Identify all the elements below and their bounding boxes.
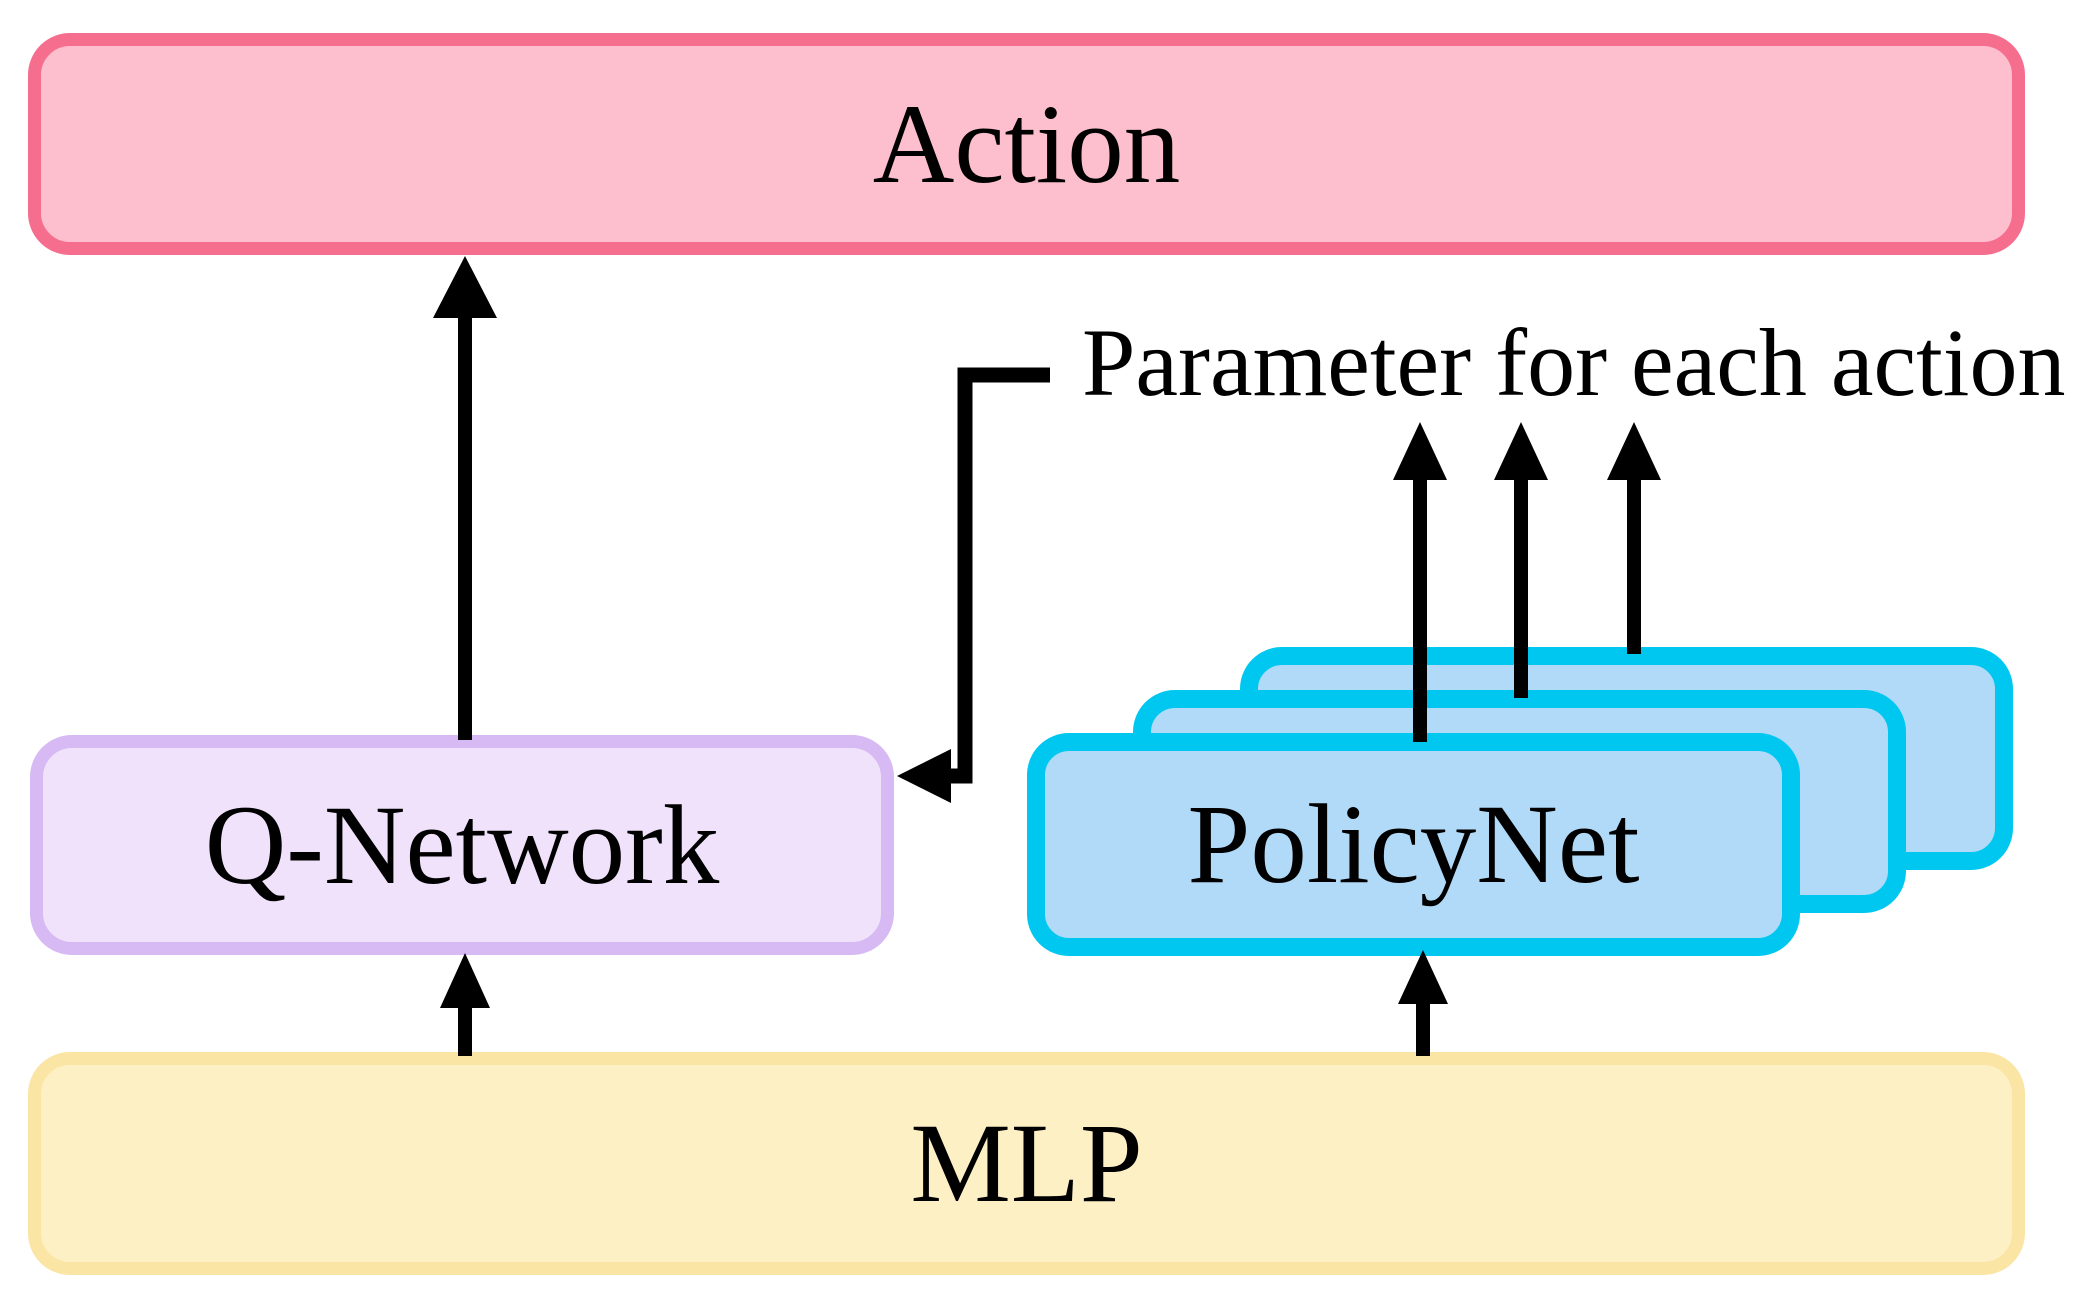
action-label: Action xyxy=(872,81,1181,207)
mlp-node: MLP xyxy=(28,1052,2025,1275)
q-network-label: Q-Network xyxy=(204,782,720,908)
arrow-policynet-to-parameter-3 xyxy=(1607,422,1661,654)
policynet-label: PolicyNet xyxy=(1187,782,1640,907)
q-network-node: Q-Network xyxy=(30,735,894,955)
mlp-label: MLP xyxy=(910,1101,1143,1226)
arrow-qnetwork-to-action xyxy=(433,256,497,740)
action-node: Action xyxy=(28,33,2025,255)
arrow-parameter-to-qnetwork xyxy=(897,367,1050,803)
arrow-mlp-to-qnetwork xyxy=(440,953,490,1056)
arrow-mlp-to-policynet xyxy=(1398,950,1448,1056)
policynet-node-front: PolicyNet xyxy=(1027,733,1800,956)
parameter-annotation: Parameter for each action xyxy=(1082,309,2066,416)
